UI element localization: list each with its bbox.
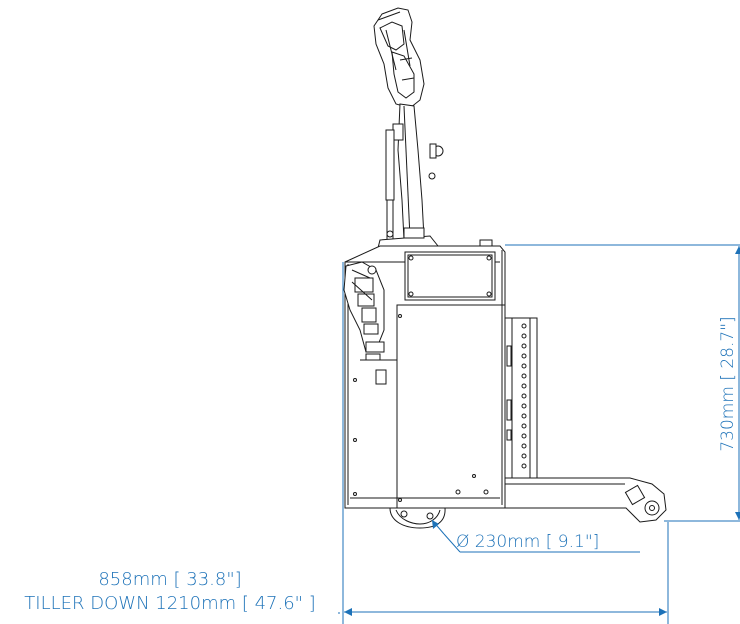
drive-wheel [389,507,446,529]
length-arrow-left [344,608,352,616]
tiller-handle [373,7,425,109]
length-tiller-up-label: 858mm [ 33.8"] [98,569,241,590]
length-arrow-right [659,608,667,616]
height-dimension-label: 730mm [ 28.7"] [718,316,738,451]
gas-strut [385,129,395,241]
tiller-arm [392,103,444,241]
height-dimension: 730mm [ 28.7"] [505,244,740,522]
length-dimension: 858mm [ 33.8"] TILLER DOWN 1210mm [ 47.6… [24,262,669,624]
wheel-diameter-dimension: Ø 230mm [ 9.1"] [431,519,640,553]
wheel-diameter-arrow [432,520,439,529]
tiller-pivot [377,227,440,249]
mast [504,317,538,479]
control-box [343,261,387,385]
machine-outline [343,7,667,529]
height-arrow-bottom [735,512,740,520]
wheel-diameter-label: Ø 230mm [ 9.1"] [456,532,599,552]
length-tiller-down-label: TILLER DOWN 1210mm [ 47.6" ] [24,593,315,614]
mast-holes [521,323,527,469]
fork-leg [504,477,667,523]
height-arrow-top [735,246,740,254]
